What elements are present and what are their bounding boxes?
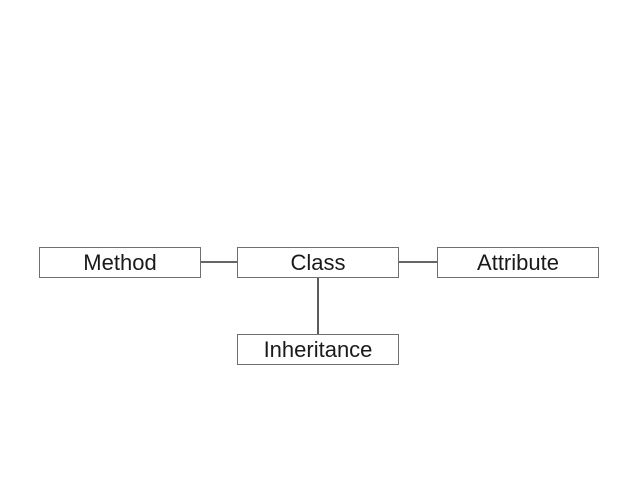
- node-class: Class: [237, 247, 399, 278]
- node-method: Method: [39, 247, 201, 278]
- node-inheritance: Inheritance: [237, 334, 399, 365]
- node-attribute: Attribute: [437, 247, 599, 278]
